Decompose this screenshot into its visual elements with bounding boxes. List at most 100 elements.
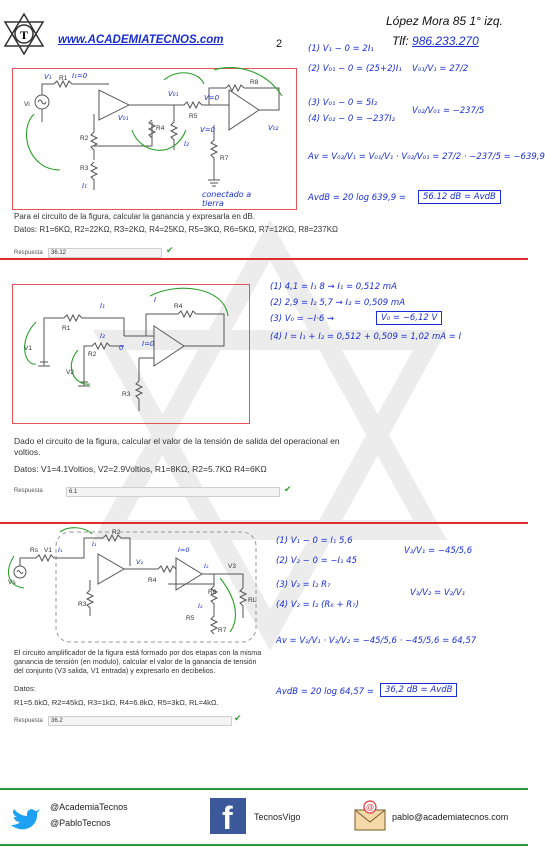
svg-text:R7: R7 bbox=[220, 155, 229, 162]
svg-text:V2: V2 bbox=[66, 369, 74, 376]
problem3-data-label: Datos: bbox=[14, 684, 36, 693]
svg-text:I₂: I₂ bbox=[184, 140, 189, 148]
svg-text:T: T bbox=[20, 28, 28, 42]
svg-text:R2: R2 bbox=[112, 529, 121, 536]
footer-top-bar bbox=[0, 788, 528, 790]
svg-text:I: I bbox=[154, 296, 156, 304]
logo: T bbox=[2, 12, 46, 56]
svg-text:V₀₁: V₀₁ bbox=[118, 114, 129, 122]
separator-2 bbox=[0, 522, 528, 524]
problem3-ratio-2: V₃/V₂ = V₂/V₁ bbox=[410, 588, 466, 598]
problem2-answer-field[interactable]: 6.1 bbox=[66, 487, 280, 497]
page-number: 2 bbox=[276, 38, 283, 50]
svg-text:V1: V1 bbox=[44, 547, 52, 554]
svg-text:R6: R6 bbox=[208, 589, 217, 596]
email-icon: @ bbox=[354, 800, 386, 831]
problem3-step-2: (2) V₂ − 0 = −I₁ 45 bbox=[276, 556, 357, 566]
problem3-gain: Av = V₂/V₁ · V₃/V₂ = −45/5,6 · −45/5,6 =… bbox=[276, 636, 477, 646]
problem2-step-4: (4) I = I₁ + I₂ = 0,512 + 0,509 = 1,02 m… bbox=[270, 332, 462, 342]
svg-text:R8: R8 bbox=[250, 79, 259, 86]
problem1-data: Datos: R1=6KΩ, R2=22KΩ, R3=2KΩ, R4=25KΩ,… bbox=[14, 225, 339, 234]
problem3-step-3: (3) V₃ = I₂ R₇ bbox=[276, 580, 331, 590]
footer-bottom-bar bbox=[0, 844, 528, 846]
svg-text:R4: R4 bbox=[156, 125, 165, 132]
svg-text:V=0: V=0 bbox=[204, 94, 220, 102]
problem1-annotation: conectado a tierra bbox=[202, 190, 252, 208]
problem3-answer-field[interactable]: 36.2 bbox=[48, 716, 232, 726]
svg-text:R5: R5 bbox=[186, 615, 195, 622]
problem2-circuit-frame bbox=[12, 284, 250, 424]
facebook-icon: f bbox=[210, 798, 246, 836]
problem1-step-1: (1) V₁ − 0 = 2I₁ bbox=[308, 44, 374, 54]
star-watermark bbox=[93, 219, 447, 651]
footer-email[interactable]: pablo@academiatecnos.com bbox=[392, 812, 509, 822]
website-link[interactable]: www.ACADEMIATECNOS.com bbox=[58, 34, 224, 46]
problem1-step-3: (3) V₀₁ − 0 = 5I₂ bbox=[308, 98, 378, 108]
phone-number[interactable]: 986.233.270 bbox=[412, 34, 479, 48]
svg-text:0: 0 bbox=[119, 344, 124, 352]
problem1-circuit-frame bbox=[12, 68, 297, 210]
problem3-question: El circuito amplificador de la figura es… bbox=[14, 648, 262, 675]
svg-text:V₀₂: V₀₂ bbox=[268, 124, 279, 132]
svg-text:I₂: I₂ bbox=[204, 562, 209, 570]
svg-text:@: @ bbox=[366, 803, 374, 812]
svg-text:I₁: I₁ bbox=[100, 302, 105, 310]
svg-text:I₁: I₁ bbox=[82, 182, 87, 190]
svg-text:I₂: I₂ bbox=[100, 332, 105, 340]
problem1-gain: Av = V₀₂/V₁ = V₀₁/V₁ · V₀₂/V₀₁ = 27/2 · … bbox=[308, 152, 545, 162]
problem1-ratio-2: V₀₂/V₀₁ = −237/5 bbox=[412, 106, 485, 116]
problem3-answer-label: Respuesta bbox=[14, 718, 43, 724]
svg-text:R2: R2 bbox=[88, 351, 97, 358]
svg-text:V₀₁: V₀₁ bbox=[168, 90, 179, 98]
problem1-gain-db: AvdB = 20 log 639,9 = bbox=[308, 193, 406, 203]
svg-text:RL: RL bbox=[248, 597, 257, 604]
svg-text:R5: R5 bbox=[189, 113, 198, 120]
svg-text:I₁=0: I₁=0 bbox=[72, 72, 88, 80]
address: López Mora 85 1° izq. bbox=[386, 14, 503, 28]
problem2-step-1: (1) 4,1 = I₁ 8 ⇝ I₁ = 0,512 mA bbox=[270, 282, 397, 292]
svg-text:R3: R3 bbox=[122, 391, 131, 398]
footer-twitter-academia[interactable]: @AcademiaTecnos bbox=[50, 802, 128, 812]
svg-text:Vs: Vs bbox=[8, 579, 16, 586]
problem1-answer-field[interactable]: 36.12 bbox=[48, 248, 162, 258]
problem3-ratio-1: V₂/V₁ = −45/5,6 bbox=[404, 546, 473, 556]
svg-text:R1: R1 bbox=[59, 75, 68, 82]
problem3-data: R1=5.6kΩ, R2=45kΩ, R3=1kΩ, R4=6.8kΩ, R5=… bbox=[14, 698, 219, 707]
separator-1 bbox=[0, 258, 528, 260]
phone: Tlf: 986.233.270 bbox=[392, 34, 479, 48]
problem3-step-4: (4) V₂ = I₂ (R₆ + R₇) bbox=[276, 600, 359, 610]
svg-text:V₂: V₂ bbox=[136, 558, 143, 566]
phone-label: Tlf: bbox=[392, 34, 409, 48]
problem2-answer-label: Respuesta bbox=[14, 488, 43, 494]
svg-text:R3: R3 bbox=[78, 601, 87, 608]
svg-text:I₁: I₁ bbox=[92, 540, 97, 548]
svg-text:R4: R4 bbox=[148, 577, 157, 584]
problem1-result: 56.12 dB = AvdB bbox=[418, 190, 501, 204]
problem2-data: Datos: V1=4.1Voltios, V2=2.9Voltios, R1=… bbox=[14, 464, 267, 474]
svg-text:R7: R7 bbox=[218, 627, 227, 634]
problem1-step-4: (4) V₀₂ − 0 = −237I₂ bbox=[308, 114, 396, 124]
svg-text:R3: R3 bbox=[80, 165, 89, 172]
svg-text:V1: V1 bbox=[24, 345, 32, 352]
svg-text:V3: V3 bbox=[228, 563, 236, 570]
svg-text:R2: R2 bbox=[80, 135, 89, 142]
svg-text:V=0: V=0 bbox=[200, 126, 216, 134]
problem3-result: 36,2 dB = AvdB bbox=[380, 683, 458, 697]
footer-twitter-pablo[interactable]: @PabloTecnos bbox=[50, 818, 111, 828]
academia-logo-icon: T bbox=[3, 12, 45, 56]
problem2-step-2: (2) 2,9 = I₂ 5,7 ⇝ I₂ = 0,509 mA bbox=[270, 298, 406, 308]
problem2-step-3: (3) V₀ = −I·6 ⇝ bbox=[270, 314, 335, 324]
svg-text:Rs: Rs bbox=[30, 547, 39, 554]
problem2-check-icon: ✔ bbox=[284, 484, 292, 494]
problem1-answer-label: Respuesta bbox=[14, 250, 43, 256]
problem2-result: V₀ = −6,12 V bbox=[376, 311, 443, 325]
footer-facebook[interactable]: TecnosVigo bbox=[254, 812, 301, 822]
problem3-gain-db: AvdB = 20 log 64,57 = bbox=[276, 687, 374, 697]
twitter-icon bbox=[11, 809, 40, 830]
svg-text:R4: R4 bbox=[174, 303, 183, 310]
svg-text:V₁: V₁ bbox=[44, 73, 52, 81]
problem1-ratio-1: V₀₁/V₁ = 27/2 bbox=[412, 64, 469, 74]
